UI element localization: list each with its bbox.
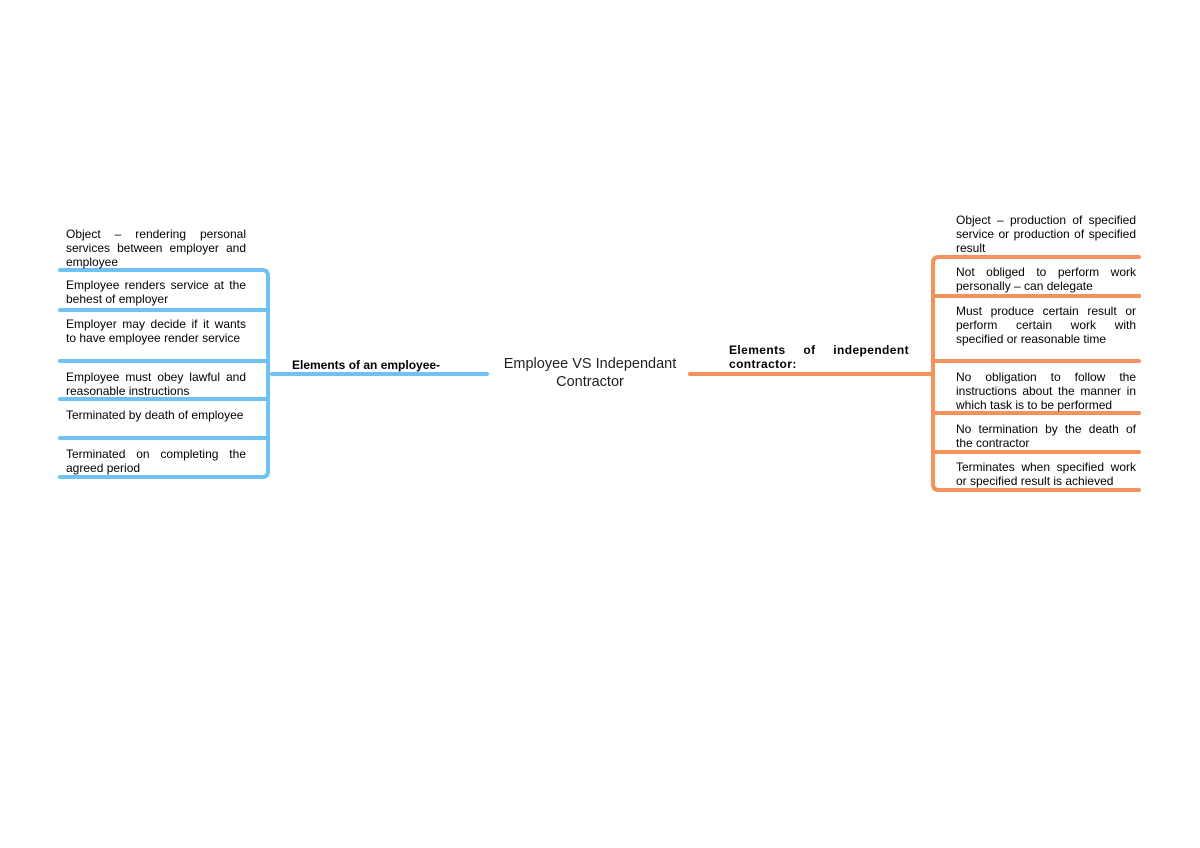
right-branch-label[interactable]: Elements of independent contractor:	[729, 343, 909, 371]
left-item-5[interactable]: Terminated by death of employee	[66, 408, 244, 422]
right-item-5[interactable]: No termination by the death of the contr…	[956, 422, 1136, 450]
left-branch-label[interactable]: Elements of an employee-	[292, 358, 441, 372]
right-trunk	[931, 255, 1141, 492]
right-item-3[interactable]: Must produce certain result or perform c…	[956, 304, 1136, 346]
right-item-6[interactable]: Terminates when specified work or specif…	[956, 460, 1136, 488]
right-branch-lines	[688, 255, 1141, 492]
right-item-4[interactable]: No obligation to follow the instructions…	[956, 370, 1136, 412]
left-trunk	[58, 268, 270, 479]
right-item-2[interactable]: Not obliged to perform work personally –…	[956, 265, 1136, 293]
left-item-4[interactable]: Employee must obey lawful and reasonable…	[66, 370, 246, 398]
left-branch-lines	[58, 268, 489, 479]
left-item-3[interactable]: Employer may decide if it wants to have …	[66, 317, 246, 345]
central-topic[interactable]: Employee VS Independant Contractor	[503, 356, 677, 390]
left-item-6[interactable]: Terminated on completing the agreed peri…	[66, 447, 246, 475]
left-item-2[interactable]: Employee renders service at the behest o…	[66, 278, 246, 306]
right-item-1[interactable]: Object – production of specified service…	[956, 213, 1136, 255]
left-item-1[interactable]: Object – rendering personal services bet…	[66, 227, 246, 269]
